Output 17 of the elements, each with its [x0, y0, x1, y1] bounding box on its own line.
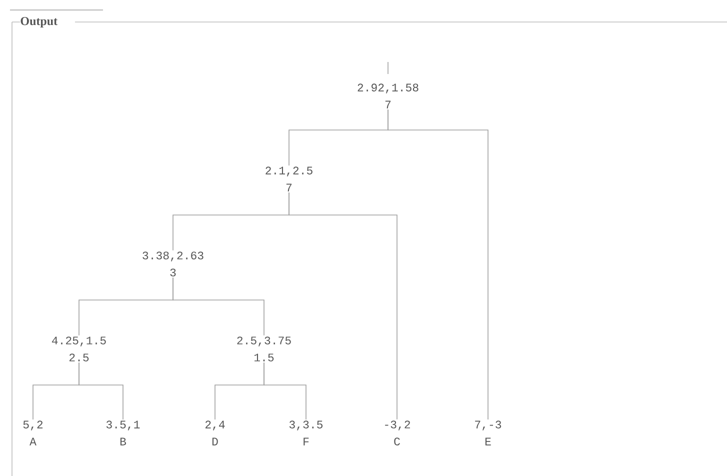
- cluster-label: 4.25,1.5 2.5: [52, 336, 106, 362]
- cluster-label: 2.5,3.75 1.5: [237, 336, 291, 362]
- cluster-label: 3.5,1 B: [106, 420, 140, 446]
- dendrogram-branch: [288, 192, 398, 420]
- dendrogram-branch: [78, 362, 124, 420]
- cluster-label: 2.1,2.5 7: [266, 166, 312, 192]
- dendrogram-branch: [388, 109, 488, 420]
- cluster-label: 3.38,2.63 3: [142, 252, 204, 276]
- cluster-label: 5,2 A: [23, 420, 43, 446]
- cluster-label: 3,3.5 F: [289, 420, 323, 446]
- dendrogram-branch: [172, 277, 264, 336]
- cluster-label: 2,4 D: [205, 420, 225, 446]
- dendrogram-branch: [264, 362, 306, 420]
- cluster-label: -3,2 C: [385, 420, 410, 446]
- panel-title: Output: [20, 17, 58, 28]
- cluster-label: 2.92,1.58 7: [358, 84, 418, 108]
- cluster-label: 7,-3 E: [475, 420, 502, 446]
